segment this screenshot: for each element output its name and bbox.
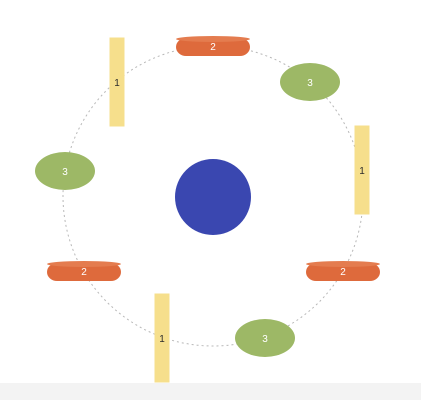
seat-label: 1 (114, 78, 120, 89)
diagram-canvas: 2 3 1 2 3 1 2 3 1 (35, 36, 380, 383)
seat-6: 1 (154, 293, 170, 383)
seat-label: 1 (159, 334, 165, 345)
orange-capsule-icon (176, 38, 250, 56)
capsule-top-highlight (176, 36, 250, 42)
seat-label: 3 (62, 167, 68, 178)
bottom-bar (0, 383, 421, 400)
seats-layer: 2 3 1 2 3 1 2 3 1 (35, 36, 380, 383)
seat-1: 2 (176, 36, 250, 56)
yellow-rectangle-icon (354, 125, 370, 215)
yellow-rectangle-icon (154, 293, 170, 383)
seat-8: 3 (35, 152, 95, 190)
green-ellipse-icon (35, 152, 95, 190)
green-ellipse-icon (280, 63, 340, 101)
seat-9: 1 (109, 37, 125, 127)
seat-2: 3 (280, 63, 340, 101)
seating-diagram: 2 3 1 2 3 1 2 3 1 (35, 36, 380, 383)
seat-3: 1 (354, 125, 370, 215)
seat-label: 2 (81, 267, 87, 278)
orange-capsule-icon (47, 263, 121, 281)
capsule-top-highlight (306, 261, 380, 267)
yellow-rectangle-icon (109, 37, 125, 127)
seat-7: 2 (47, 261, 121, 281)
seat-label: 2 (210, 42, 216, 53)
seat-4: 2 (306, 261, 380, 281)
seat-label: 1 (359, 166, 365, 177)
orange-capsule-icon (306, 263, 380, 281)
green-ellipse-icon (235, 319, 295, 357)
seat-label: 2 (340, 267, 346, 278)
seat-5: 3 (235, 319, 295, 357)
seat-label: 3 (262, 334, 268, 345)
capsule-top-highlight (47, 261, 121, 267)
seat-label: 3 (307, 78, 313, 89)
center-circle (175, 159, 251, 235)
